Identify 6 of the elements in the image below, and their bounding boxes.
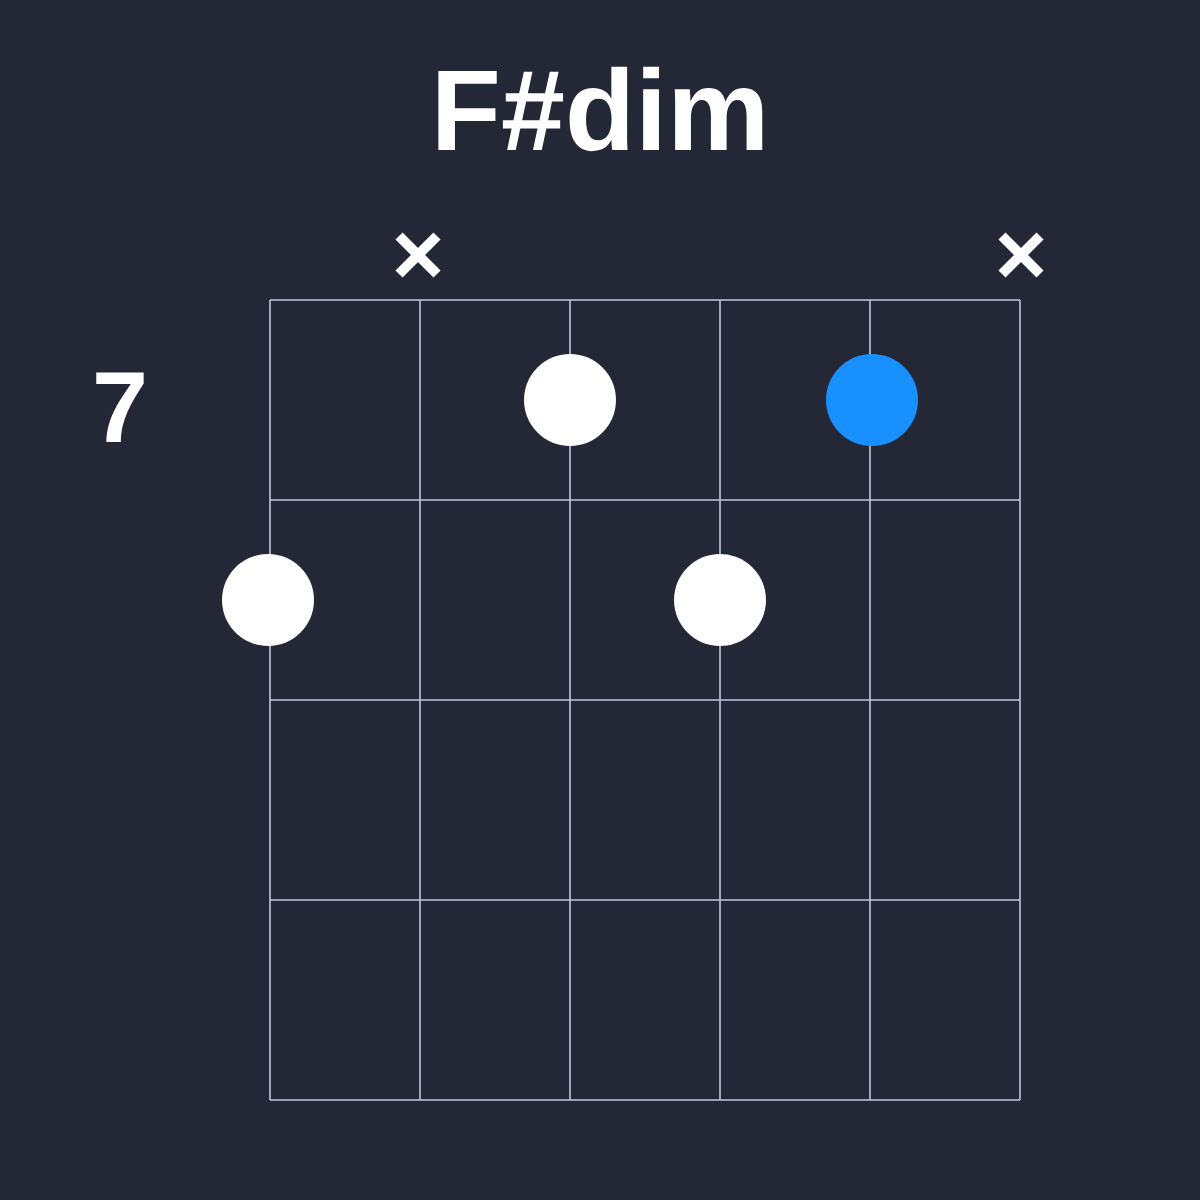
finger-dot — [826, 354, 918, 446]
fret-number: 7 — [96, 372, 144, 442]
finger-dot — [674, 554, 766, 646]
finger-dot — [222, 554, 314, 646]
chord-title: F#dim — [438, 66, 763, 152]
finger-dot — [524, 354, 616, 446]
